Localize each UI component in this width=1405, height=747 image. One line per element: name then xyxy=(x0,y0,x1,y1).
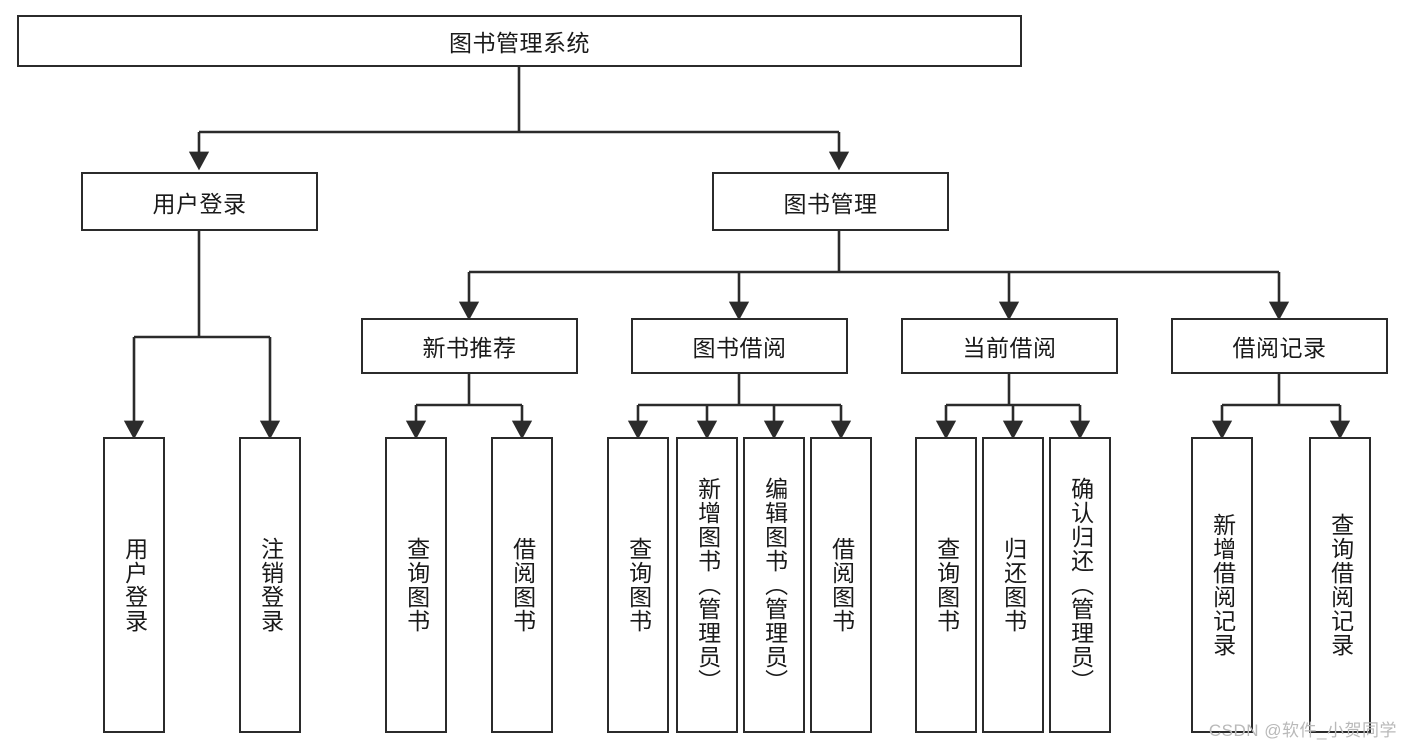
leaf-label: 查询图书 xyxy=(625,537,652,633)
leaf-query-borrow-record[interactable]: 查询借阅记录 xyxy=(1309,437,1371,733)
leaf-confirm-return-admin[interactable]: 确认归还（管理员） xyxy=(1049,437,1111,733)
node-borrowing-records[interactable]: 借阅记录 xyxy=(1171,318,1388,374)
leaf-label: 借阅图书 xyxy=(509,537,536,633)
node-label: 图书管理系统 xyxy=(449,30,590,56)
leaf-logout[interactable]: 注销登录 xyxy=(239,437,301,733)
node-new-book-recommendation[interactable]: 新书推荐 xyxy=(361,318,578,374)
leaf-query-book-current[interactable]: 查询图书 xyxy=(915,437,977,733)
leaf-label: 查询图书 xyxy=(933,537,960,633)
leaf-add-borrow-record[interactable]: 新增借阅记录 xyxy=(1191,437,1253,733)
leaf-label: 用户登录 xyxy=(121,537,148,633)
leaf-label: 注销登录 xyxy=(257,537,284,633)
leaf-borrow-book[interactable]: 借阅图书 xyxy=(810,437,872,733)
leaf-label: 查询借阅记录 xyxy=(1327,513,1354,657)
leaf-label: 归还图书 xyxy=(1000,537,1027,633)
leaf-label: 借阅图书 xyxy=(828,537,855,633)
node-label: 图书管理 xyxy=(783,190,878,217)
node-book-management-system[interactable]: 图书管理系统 xyxy=(17,15,1022,67)
leaf-label: 查询图书 xyxy=(403,537,430,633)
leaf-return-book[interactable]: 归还图书 xyxy=(982,437,1044,733)
node-user-login[interactable]: 用户登录 xyxy=(81,172,318,231)
leaf-query-book-borrow[interactable]: 查询图书 xyxy=(607,437,669,733)
leaf-label: 编辑图书（管理员） xyxy=(761,477,788,693)
node-label: 借阅记录 xyxy=(1232,335,1327,361)
node-book-management[interactable]: 图书管理 xyxy=(712,172,949,231)
node-label: 用户登录 xyxy=(152,190,247,217)
leaf-user-login[interactable]: 用户登录 xyxy=(103,437,165,733)
leaf-borrow-book-new[interactable]: 借阅图书 xyxy=(491,437,553,733)
leaf-edit-book-admin[interactable]: 编辑图书（管理员） xyxy=(743,437,805,733)
leaf-label: 新增图书（管理员） xyxy=(694,477,721,693)
node-book-borrowing[interactable]: 图书借阅 xyxy=(631,318,848,374)
node-current-borrowing[interactable]: 当前借阅 xyxy=(901,318,1118,374)
node-label: 新书推荐 xyxy=(422,335,517,361)
leaf-add-book-admin[interactable]: 新增图书（管理员） xyxy=(676,437,738,733)
leaf-query-book-new[interactable]: 查询图书 xyxy=(385,437,447,733)
node-label: 图书借阅 xyxy=(692,335,787,361)
leaf-label: 确认归还（管理员） xyxy=(1067,477,1094,693)
node-label: 当前借阅 xyxy=(962,335,1057,361)
leaf-label: 新增借阅记录 xyxy=(1209,513,1236,657)
